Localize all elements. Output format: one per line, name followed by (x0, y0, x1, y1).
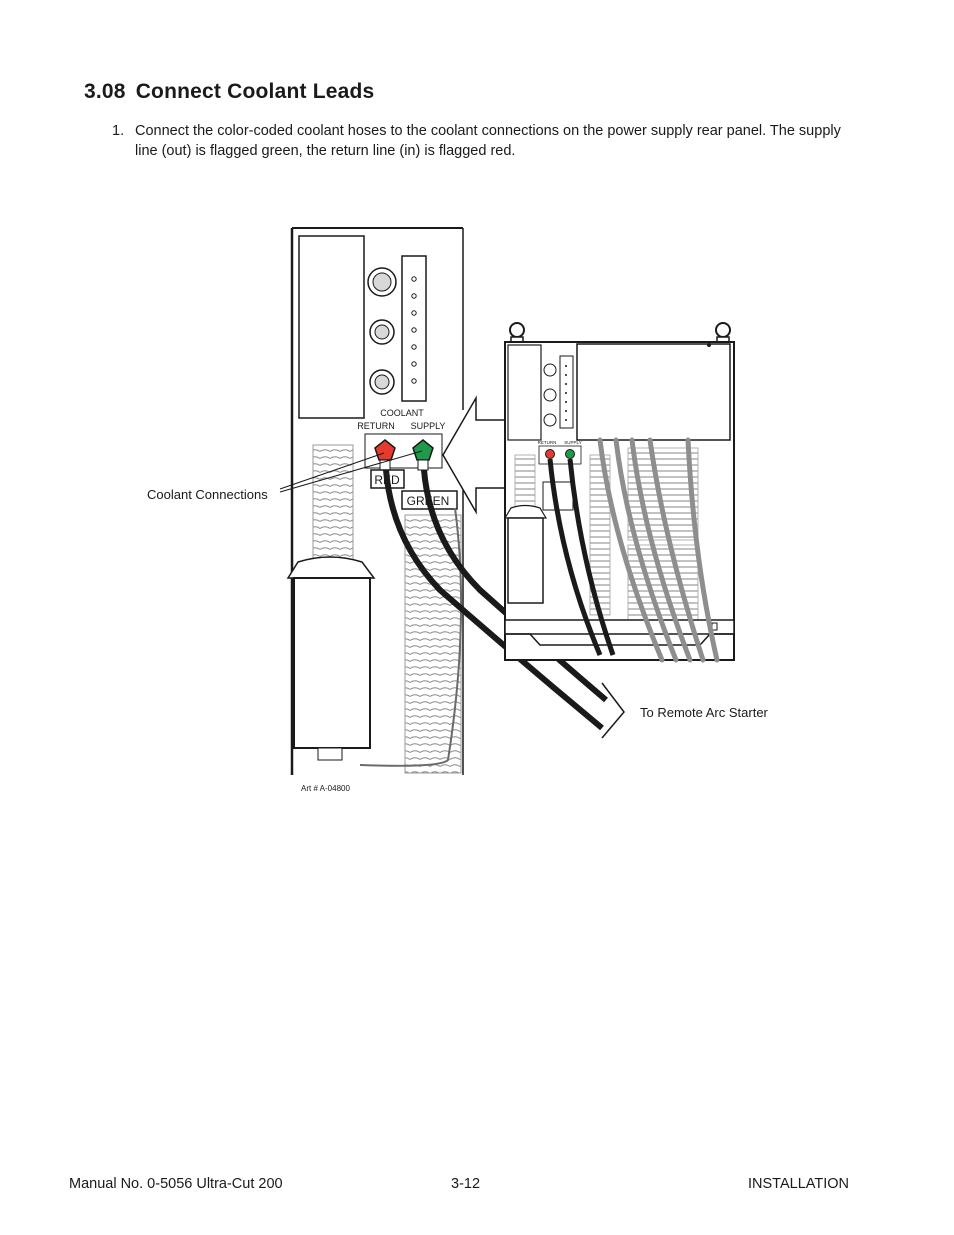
coolant-label: COOLANT (380, 408, 424, 418)
supply-fitting (412, 439, 434, 471)
return-fitting (374, 439, 396, 471)
footer-manual: Manual No. 0-5056 Ultra-Cut 200 (69, 1176, 283, 1192)
power-supply-rear-view: RETURN SUPPLY (503, 322, 735, 663)
footer-page-number: 3-12 (451, 1176, 481, 1192)
return-label: RETURN (357, 421, 395, 431)
section-title: Connect Coolant Leads (135, 80, 375, 103)
small-supply-label: SUPPLY (564, 440, 581, 445)
detail-view: COOLANT RETURN SUPPLY RED GREEN (286, 227, 608, 775)
section-number: 3.08 (84, 80, 126, 103)
step-number: 1. (112, 123, 125, 139)
arc-starter-arrow (601, 682, 625, 739)
section-heading: 3.08 Connect Coolant Leads (84, 80, 384, 104)
art-number: Art # A-04800 (301, 784, 350, 793)
supply-label: SUPPLY (411, 421, 446, 431)
connector-receptacle (367, 267, 397, 395)
footer-section: INSTALLATION (748, 1176, 849, 1192)
callout-arc-starter: To Remote Arc Starter (640, 705, 769, 720)
step-text: Connect the color-coded coolant hoses to… (135, 123, 841, 159)
callout-coolant-connections: Coolant Connections (147, 487, 268, 502)
small-return-label: RETURN (538, 440, 557, 445)
